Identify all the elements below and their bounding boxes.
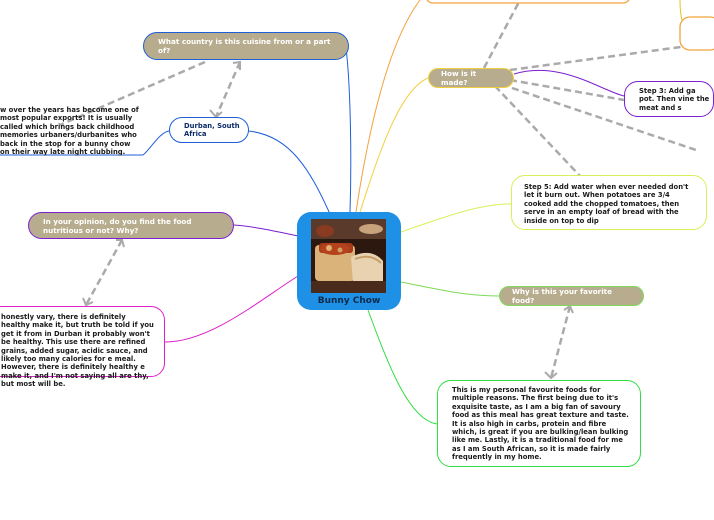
- bunny-chow-photo: [311, 219, 386, 293]
- branch-step5: [400, 203, 512, 233]
- connector-layer: [0, 0, 714, 425]
- right-node-partial: [679, 16, 714, 51]
- dashed-link-made-top: [482, 0, 522, 69]
- dashed-link-nutrition: [84, 239, 124, 306]
- dashed-link-origin-note: [59, 60, 206, 127]
- branch-origin-question: [345, 47, 352, 213]
- origin-question-text: What country is this cuisine from or a p…: [158, 37, 331, 55]
- branch-step3: [513, 69, 625, 97]
- made-question-node[interactable]: How is it made?: [428, 68, 514, 88]
- branch-nutrition-question: [233, 224, 299, 237]
- arrowhead-origin-answer: [209, 109, 223, 119]
- step5-node[interactable]: Step 5: Add water when ever needed don't…: [511, 175, 707, 230]
- step3-text: Step 3: Add ga pot. Then vine the meat a…: [639, 87, 710, 112]
- branch-origin-note: [0, 130, 171, 156]
- origin-answer-node[interactable]: Durban, South Africa: [169, 117, 249, 143]
- nutrition-question-node[interactable]: In your opinion, do you find the food nu…: [28, 212, 234, 239]
- branch-favorite-answer: [367, 309, 438, 425]
- arrowhead-origin-question: [232, 60, 241, 70]
- nutrition-answer-text: honestly vary, there is definitely healt…: [1, 313, 154, 389]
- dashed-link-made-step3: [509, 44, 689, 72]
- favorite-question-node[interactable]: Why is this your favorite food?: [499, 286, 644, 306]
- origin-note-node[interactable]: w over the years has become one of most …: [0, 106, 140, 157]
- dashed-link-made-step5: [494, 85, 581, 177]
- origin-note-text: w over the years has become one of most …: [0, 106, 139, 157]
- top-node-partial: [426, 0, 630, 4]
- arrowhead-favorite-bottom: [544, 371, 558, 380]
- favorite-answer-text: This is my personal favourite foods for …: [452, 386, 629, 462]
- nutrition-answer-node[interactable]: honestly vary, there is definitely healt…: [0, 306, 165, 388]
- step5-text: Step 5: Add water when ever needed don't…: [524, 183, 689, 225]
- branch-made-question: [359, 77, 429, 213]
- dashed-link-favorite: [549, 305, 572, 379]
- origin-question-node[interactable]: What country is this cuisine from or a p…: [143, 32, 349, 60]
- branch-nutrition-answer: [164, 275, 299, 343]
- center-topic-title: Bunny Chow: [317, 296, 381, 306]
- made-question-text: How is it made?: [441, 69, 477, 87]
- arrowhead-favorite-top: [563, 304, 574, 314]
- branch-top-orange: [355, 0, 421, 213]
- favorite-answer-node[interactable]: This is my personal favourite foods for …: [437, 380, 641, 467]
- arrowhead-nutrition-bottom: [82, 297, 94, 307]
- branch-favorite-question: [400, 281, 500, 297]
- dashed-link-made-step3b: [509, 78, 625, 102]
- center-topic-node[interactable]: Bunny Chow: [297, 212, 401, 310]
- dashed-link-origin-question-answer: [214, 61, 242, 118]
- arrowhead-nutrition-top: [116, 239, 125, 248]
- nutrition-question-text: In your opinion, do you find the food nu…: [43, 216, 192, 235]
- step3-node[interactable]: Step 3: Add ga pot. Then vine the meat a…: [624, 81, 714, 117]
- branch-origin-answer: [247, 130, 331, 215]
- favorite-question-text: Why is this your favorite food?: [512, 287, 612, 305]
- origin-answer-text: Durban, South Africa: [184, 122, 240, 139]
